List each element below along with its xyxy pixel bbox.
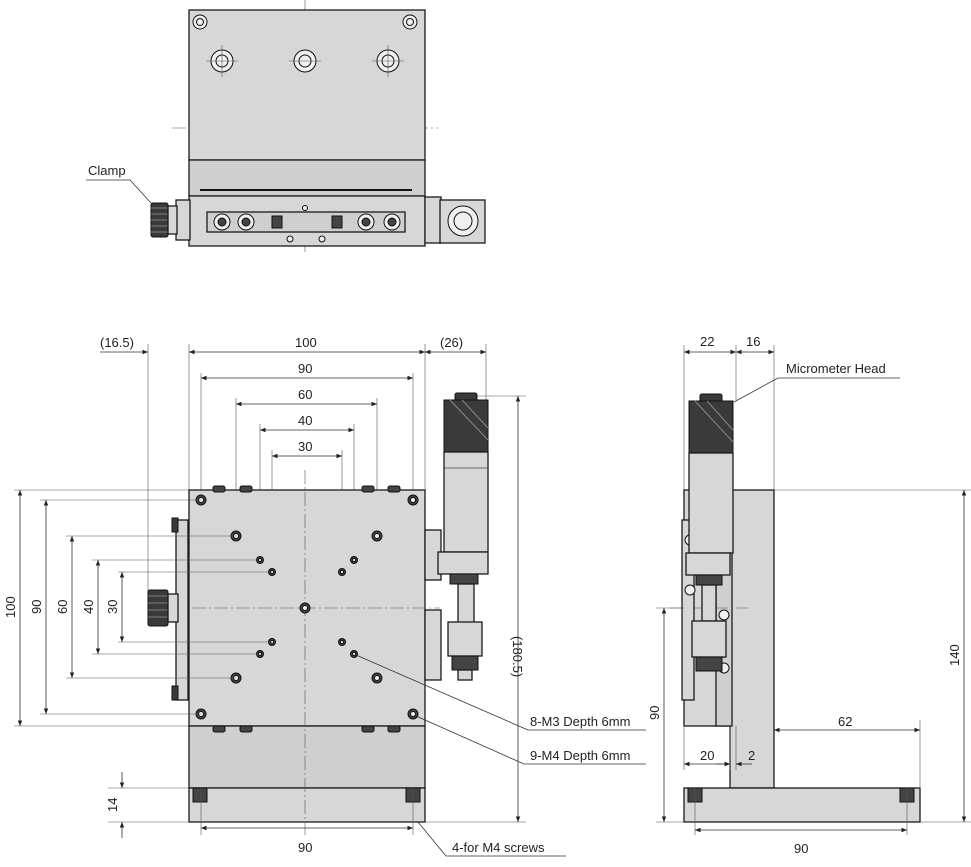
dim-60-top: 60 — [298, 387, 312, 402]
m4-hole — [299, 602, 311, 614]
callout-screws: 4-for M4 screws — [452, 840, 545, 855]
dim-60-left: 60 — [55, 600, 70, 614]
m3-hole — [338, 568, 346, 576]
m4-hole — [371, 672, 383, 684]
dim-16: 16 — [746, 334, 760, 349]
dim-100-left: 100 — [3, 596, 18, 618]
dim-30-top: 30 — [298, 439, 312, 454]
dim-40-left: 40 — [81, 600, 96, 614]
m4-hole — [371, 530, 383, 542]
base-screw-hole — [192, 787, 208, 835]
side-view: 22 16 Micrometer He — [647, 334, 971, 856]
m3-hole — [350, 650, 358, 658]
dim-90-left: 90 — [29, 600, 44, 614]
crossed-roller-guide — [213, 213, 401, 231]
dim-16-5: (16.5) — [100, 335, 134, 350]
clamp-knob — [147, 589, 179, 627]
m3-hole — [350, 556, 358, 564]
mount-hole — [402, 14, 418, 30]
dim-40-top: 40 — [298, 413, 312, 428]
micrometer-head — [685, 393, 734, 672]
dim-2: 2 — [748, 748, 755, 763]
base-screw-hole — [405, 787, 421, 835]
dim-20: 20 — [700, 748, 714, 763]
dim-100-top: 100 — [295, 335, 317, 350]
clamp-knob — [150, 202, 178, 238]
dim-90-side-bottom: 90 — [794, 841, 808, 856]
micrometer-head — [424, 392, 489, 681]
m3-hole — [256, 556, 264, 564]
dim-90-top: 90 — [298, 361, 312, 376]
m3-hole — [338, 638, 346, 646]
dim-90-bottom: 90 — [298, 840, 312, 855]
dim-30-left: 30 — [105, 600, 120, 614]
dim-14: 14 — [105, 798, 120, 812]
callout-m4: 9-M4 Depth 6mm — [530, 748, 630, 763]
dim-90-side-left: 90 — [647, 706, 662, 720]
counterbore-hole — [289, 49, 321, 73]
front-view: (16.5) 100 (26) 90 60 40 30 100 90 60 40… — [3, 335, 646, 857]
m4-hole — [407, 494, 419, 506]
dim-140: 140 — [947, 644, 962, 666]
clamp-label: Clamp — [88, 163, 126, 178]
micrometer-label: Micrometer Head — [786, 361, 886, 376]
dim-22: 22 — [700, 334, 714, 349]
dim-26: (26) — [440, 335, 463, 350]
top-view: Clamp — [86, 0, 486, 252]
callout-m3: 8-M3 Depth 6mm — [530, 714, 630, 729]
mount-hole — [192, 14, 208, 30]
dim-62: 62 — [838, 714, 852, 729]
counterbore-hole — [372, 45, 404, 77]
counterbore-hole — [206, 45, 238, 77]
dim-180-5: (180.5) — [510, 636, 525, 677]
micrometer-end-view — [447, 205, 479, 237]
m4-hole — [407, 708, 419, 720]
